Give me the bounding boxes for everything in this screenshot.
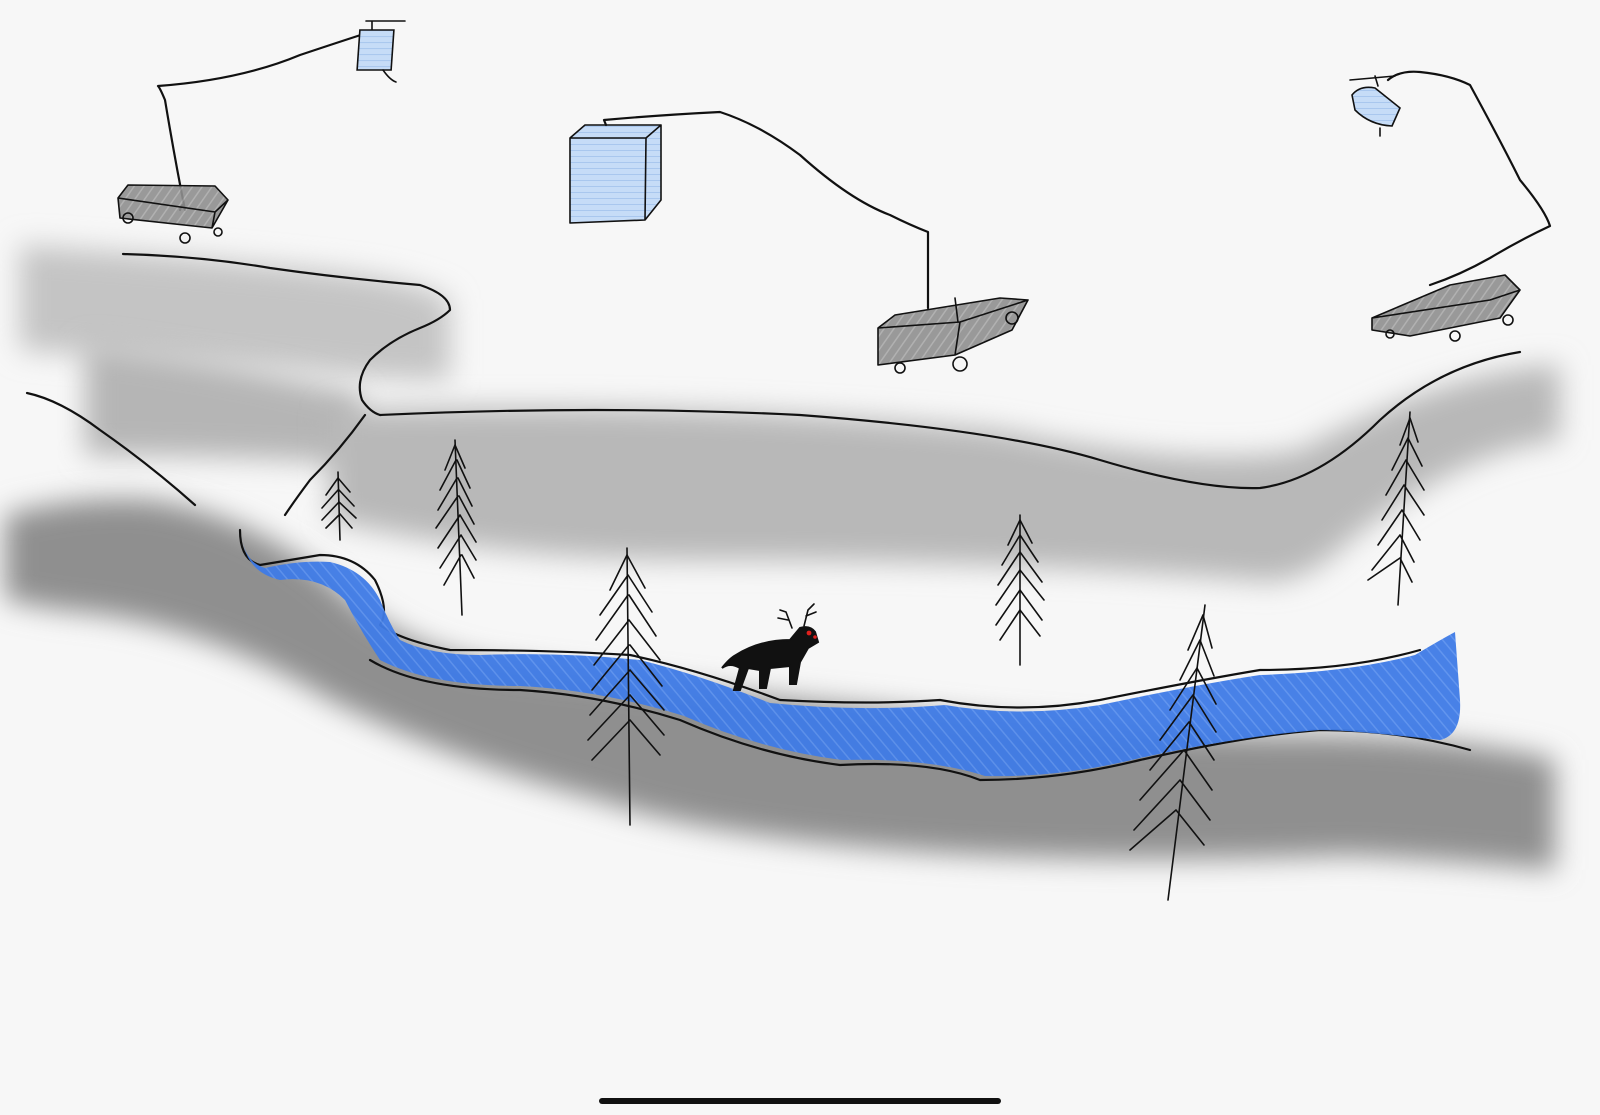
pine-tree-icon (995, 514, 1045, 666)
pine-tree-icon (1129, 604, 1217, 901)
middle-ridge-line (378, 350, 1522, 490)
pine-trees (321, 411, 1425, 901)
pine-tree-icon (1367, 411, 1425, 606)
camera-crane-right (1349, 70, 1552, 342)
river (242, 535, 1461, 777)
camera-crane-middle (569, 110, 1029, 374)
lower-bank-shading (5, 499, 1555, 870)
upper-left-slope-shading (20, 245, 450, 465)
pine-tree-icon (321, 471, 357, 541)
pine-tree-icon (435, 439, 477, 616)
reindeer-icon (721, 603, 820, 691)
left-slope-line (25, 391, 197, 507)
cliff-descent-line (283, 413, 367, 517)
river-lower-bank (368, 658, 1472, 782)
terrain-outlines (25, 252, 1522, 782)
pine-tree-icon (587, 547, 665, 826)
river-upper-bank (238, 528, 1422, 709)
home-indicator[interactable] (599, 1098, 1001, 1104)
camera-crane-left (117, 20, 406, 244)
middle-ridge-shading (330, 365, 1560, 582)
upper-cliff-line (121, 252, 452, 417)
